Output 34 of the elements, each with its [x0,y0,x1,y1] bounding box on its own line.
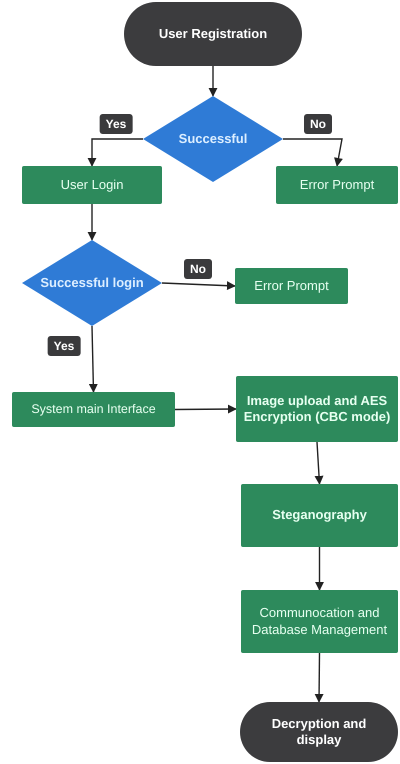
arrow [88,204,96,241]
edge-label: No [304,114,332,134]
process-box [235,268,348,304]
decision-diamond [22,240,162,326]
process-box [241,590,398,653]
node-label: Successful login [40,274,144,292]
edge-label: No [184,259,212,279]
node-label: Communocation and Database Management [250,605,388,638]
arrow [88,326,98,393]
node-label: Image upload and AES Encryption (CBC mode) [242,392,392,426]
edge-label: Yes [100,114,132,134]
arrow [175,404,237,414]
process-box [12,392,175,427]
node-label: Decryption and display [270,716,368,748]
arrow [315,547,324,591]
arrow [88,138,143,167]
process-box [241,484,398,547]
arrow [283,138,343,167]
process-box [236,376,398,442]
process-box [276,166,398,204]
node-label: Error Prompt [300,176,374,194]
edge-label: Yes [48,336,80,356]
arrow [162,281,236,290]
node-label: Steganography [272,507,367,524]
arrow [314,653,324,703]
node-label: Successful [178,130,248,148]
node-label: Error Prompt [254,278,329,294]
decision-diamond [143,96,283,182]
node-label: System main Interface [31,402,156,418]
node-label: User Login [60,176,124,194]
process-box [22,166,162,204]
arrow [208,66,218,97]
node-label: User Registration [158,26,268,42]
arrow [314,442,324,485]
